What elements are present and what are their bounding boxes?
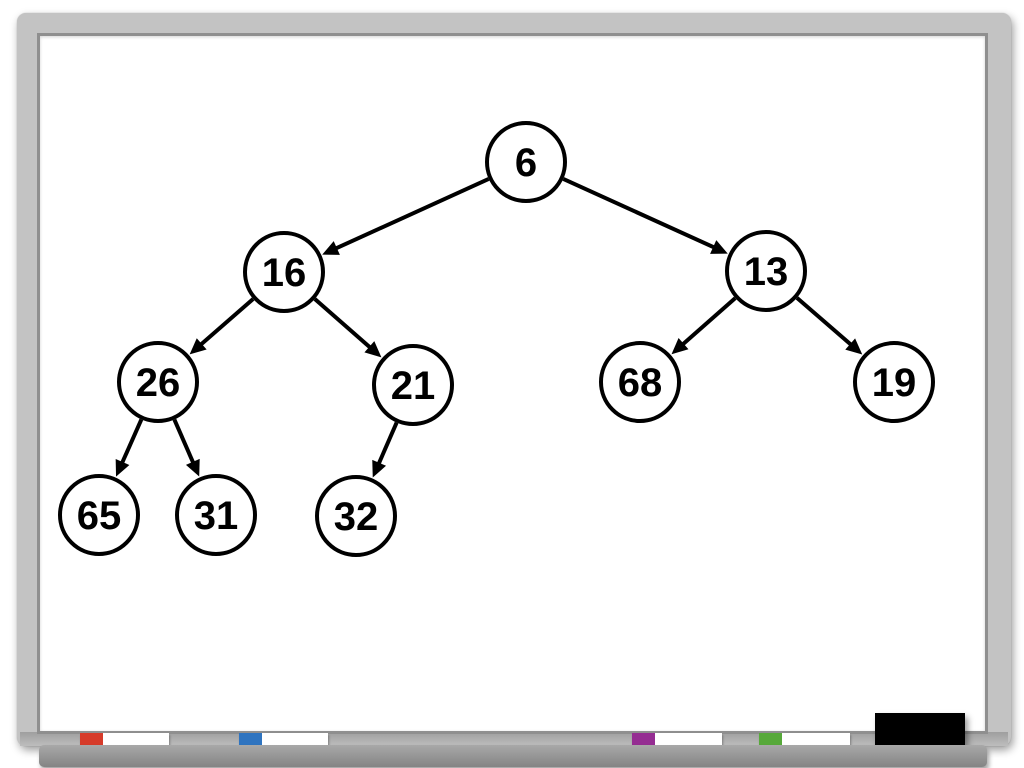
blue-marker-cap-icon <box>239 733 262 747</box>
tree-edge-26-65 <box>115 418 144 477</box>
tree-node-label: 16 <box>262 251 307 295</box>
arrowhead-icon <box>322 241 340 255</box>
tree-node-19: 19 <box>853 341 935 423</box>
tree-edge-16-21 <box>313 297 382 358</box>
tree-node-16: 16 <box>243 231 325 313</box>
green-marker <box>759 733 850 747</box>
purple-marker <box>632 733 722 747</box>
marker-tray <box>39 745 987 767</box>
tree-node-label: 32 <box>334 495 379 539</box>
tree-node-26: 26 <box>117 341 199 423</box>
tree-node-21: 21 <box>372 344 454 426</box>
blue-marker-body <box>262 733 328 747</box>
tree-edge-16-26 <box>189 297 255 355</box>
tree-node-label: 13 <box>744 250 789 294</box>
arrowhead-icon <box>372 459 387 478</box>
tree-node-31: 31 <box>175 474 257 556</box>
green-marker-body <box>782 733 850 747</box>
red-marker <box>80 733 169 747</box>
tree-node-label: 31 <box>194 494 239 538</box>
arrowhead-icon <box>845 338 863 355</box>
tree-node-65: 65 <box>58 474 140 556</box>
arrowhead-icon <box>710 240 728 254</box>
arrowhead-icon <box>115 458 130 477</box>
tree-node-32: 32 <box>315 475 397 557</box>
arrowhead-icon <box>189 338 207 355</box>
tree-node-label: 6 <box>515 141 537 185</box>
tree-node-label: 19 <box>872 361 917 405</box>
tree-node-68: 68 <box>599 341 681 423</box>
red-marker-body <box>103 733 169 747</box>
tree-edge-13-19 <box>795 296 863 355</box>
binary-tree-diagram: 6 16 13 26 21 68 19 65 31 32 <box>58 121 935 557</box>
tree-node-label: 65 <box>77 494 122 538</box>
tree-edge-13-68 <box>671 296 737 355</box>
arrowhead-icon <box>671 338 689 355</box>
whiteboard-surface: 6 16 13 26 21 68 19 65 31 32 <box>37 33 988 734</box>
arrowhead-icon <box>185 458 200 477</box>
blue-marker <box>239 733 328 747</box>
whiteboard-eraser <box>875 713 965 746</box>
tree-edge-26-31 <box>172 418 200 477</box>
purple-marker-body <box>655 733 722 747</box>
tree-edge-6-13 <box>562 177 728 254</box>
tree-node-6: 6 <box>485 121 567 203</box>
tree-edge-6-16 <box>322 177 490 255</box>
arrowhead-icon <box>364 341 382 358</box>
purple-marker-cap-icon <box>632 733 655 747</box>
tree-edge-21-32 <box>372 421 399 478</box>
whiteboard-frame: 6 16 13 26 21 68 19 65 31 32 <box>17 13 1011 767</box>
tree-node-label: 26 <box>136 361 181 405</box>
tree-node-label: 68 <box>618 361 663 405</box>
green-marker-cap-icon <box>759 733 782 747</box>
tree-node-label: 21 <box>391 364 436 408</box>
red-marker-cap-icon <box>80 733 103 747</box>
tree-node-13: 13 <box>725 230 807 312</box>
